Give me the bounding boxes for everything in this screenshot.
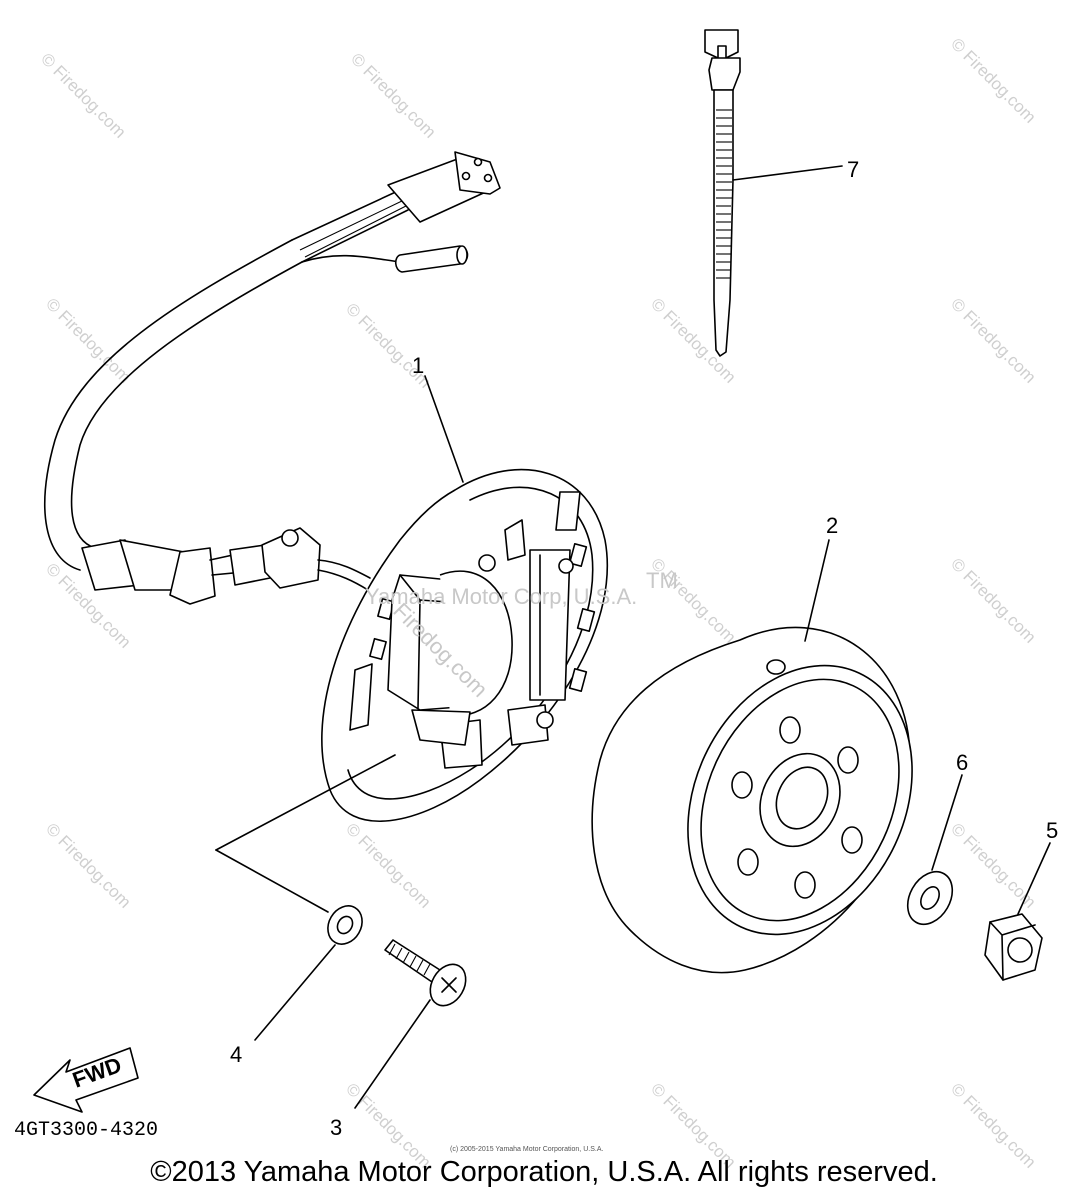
fwd-arrow-icon: FWD (33, 1047, 139, 1113)
watermark: © Firedog.com (42, 294, 134, 386)
copyright-notice: ©2013 Yamaha Motor Corporation, U.S.A. A… (150, 1156, 938, 1188)
callout-3: 3 (330, 1115, 342, 1140)
center-watermark-tm: TM (646, 568, 678, 593)
washer-part-6 (906, 774, 963, 926)
watermark: © Firedog.com (947, 554, 1039, 646)
flywheel-rotor-part (591, 539, 913, 974)
callout-7: 7 (847, 157, 859, 182)
callout-6: 6 (956, 750, 968, 775)
tiny-notice: (c) 2005-2015 Yamaha Motor Corporation, … (450, 1146, 604, 1153)
callout-1: 1 (412, 353, 424, 378)
watermark: © Firedog.com (42, 819, 134, 911)
wire-harness (44, 151, 501, 605)
screw-part-3 (354, 939, 467, 1109)
watermark: © Firedog.com (37, 49, 129, 141)
watermark: © Firedog.com (947, 34, 1039, 126)
callout-4: 4 (230, 1042, 242, 1067)
callout-5: 5 (1046, 818, 1058, 843)
watermark: © Firedog.com (947, 294, 1039, 386)
watermark: © Firedog.com (347, 49, 439, 141)
stator-assembly-part (215, 375, 609, 913)
cable-tie-part (704, 29, 843, 357)
washer-part-4 (254, 905, 363, 1041)
callout-2: 2 (826, 513, 838, 538)
watermark: © Firedog.com (342, 819, 434, 911)
part-code: 4GT3300-4320 (14, 1119, 158, 1142)
nut-part-5 (984, 842, 1051, 981)
center-watermark-text: Yamaha Motor Corp, U.S.A. (365, 584, 637, 609)
